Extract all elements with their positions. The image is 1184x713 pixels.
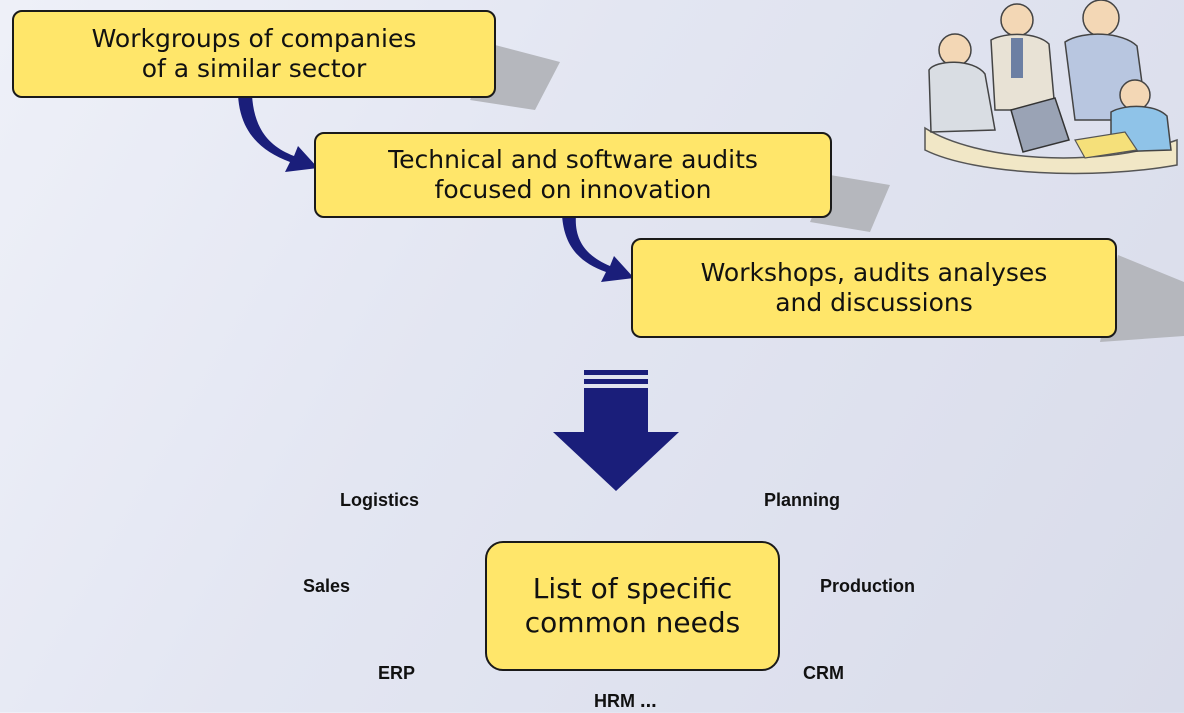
step-box-line: Workgroups of companies — [91, 23, 417, 53]
big-down-arrow — [553, 370, 679, 491]
result-box-line: common needs — [524, 606, 741, 639]
tag-logistics: Logistics — [340, 490, 420, 510]
step-box-line: of a similar sector — [141, 54, 367, 83]
step-box-line: Workshops, audits analyses — [700, 257, 1048, 287]
tag-hrm-label: HRM — [594, 691, 635, 711]
step-box-line: and discussions — [775, 288, 973, 317]
step-box-audits: Technical and software audits focused on… — [314, 132, 832, 218]
result-box: List of specific common needs — [485, 541, 780, 671]
step-box-line: focused on innovation — [434, 175, 712, 204]
tag-ellipsis: ... — [640, 690, 657, 712]
step-box-line: Technical and software audits — [388, 144, 758, 174]
tag-planning: Planning — [764, 490, 840, 510]
connector-arrow-1 — [238, 95, 318, 172]
result-box-line: List of specific — [532, 571, 733, 605]
tag-production: Production — [820, 576, 915, 596]
tag-erp: ERP — [378, 663, 416, 683]
step-box-workgroups: Workgroups of companies of a similar sec… — [12, 10, 496, 98]
connector-arrow-2 — [562, 215, 634, 282]
tag-hrm: HRM ... — [594, 690, 657, 713]
tag-sales: Sales — [303, 576, 351, 596]
tag-crm: CRM — [803, 663, 844, 683]
step-box-workshops: Workshops, audits analyses and discussio… — [631, 238, 1117, 338]
step-3-shadow — [1100, 255, 1184, 342]
